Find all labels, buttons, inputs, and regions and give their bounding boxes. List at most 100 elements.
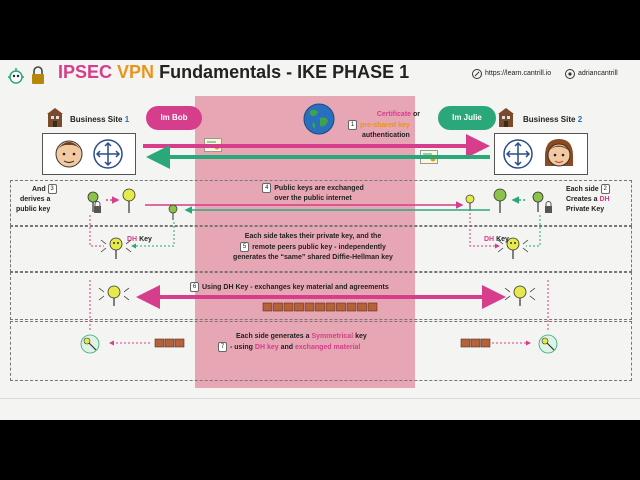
step-num-4: 4 xyxy=(262,183,272,193)
auth-or: or xyxy=(413,111,420,118)
robot-icon xyxy=(6,66,26,86)
material-block-left xyxy=(174,338,185,348)
key-material-blocks xyxy=(262,302,378,312)
dh-right: DH xyxy=(484,236,495,243)
step3-line2: derives a xyxy=(20,195,51,203)
public-key-icon-left-received xyxy=(465,194,475,211)
author-handle[interactable]: adriancantrill xyxy=(578,70,618,77)
step2-line2: Creates a xyxy=(566,195,598,203)
person-icon-bob xyxy=(52,136,86,172)
bubble-bob: Im Bob xyxy=(146,106,202,130)
auth-psk: pre-shared key xyxy=(360,121,410,129)
step5-line1: Each side takes their private key, and t… xyxy=(244,233,382,240)
course-link[interactable]: https://learn.cantrill.io xyxy=(485,70,552,77)
key-material-block xyxy=(315,302,325,312)
title-vpn: VPN xyxy=(117,62,155,82)
key-material-block xyxy=(283,302,294,312)
dh-key-left-label: DH Key xyxy=(127,236,152,243)
globe-icon xyxy=(302,102,336,136)
public-key-icon-right xyxy=(493,188,507,213)
bubble-julie: Im Julie xyxy=(438,106,496,130)
material-block-left xyxy=(154,338,165,348)
step-num-3: 3 xyxy=(47,184,57,194)
row-symmetric xyxy=(10,321,632,381)
building-icon xyxy=(46,108,64,128)
step-num-5: 5 xyxy=(240,242,250,252)
step2-label: Each side 2 Creates a DH Private Key xyxy=(566,184,613,215)
public-key-icon-right-received xyxy=(168,204,178,220)
step5-line3: generates the “same” shared Diffie-Hellm… xyxy=(233,253,393,261)
key-material-block xyxy=(357,302,367,312)
key-material-block xyxy=(325,302,336,312)
dh-left-key: Key xyxy=(139,236,152,243)
material-block-left xyxy=(164,338,175,348)
auth-authentication: authentication xyxy=(362,131,410,139)
key-material-block xyxy=(336,302,346,312)
diagram-graphics xyxy=(80,134,558,354)
dh-key-right-label: DH Key xyxy=(484,236,509,243)
auth-certificate: Certificate xyxy=(376,111,412,118)
step-num-2: 2 xyxy=(600,184,610,194)
step7-symmetrical: Symmetrical xyxy=(311,333,354,340)
social-icon xyxy=(565,69,575,79)
dh-key-icon-left xyxy=(100,237,132,259)
site-right-label: Business Site 2 xyxy=(523,115,582,124)
step7-label: Each side generates a Symmetrical key 7-… xyxy=(218,332,367,353)
key-material-block xyxy=(346,302,357,312)
step3-label: And 3 derives a public key xyxy=(16,184,60,215)
public-key-icon-left xyxy=(122,188,136,213)
site-left-num: 1 xyxy=(124,115,130,124)
material-block-right xyxy=(460,338,471,348)
key-material-block xyxy=(294,302,304,312)
step7-and: and xyxy=(280,343,294,351)
lock-icon-right xyxy=(545,201,552,213)
step7-line1a: Each side generates a xyxy=(236,333,310,340)
step4-line1: Public keys are exchanged xyxy=(274,184,364,192)
material-block-right xyxy=(470,338,481,348)
dh-key-icon-right-row3 xyxy=(504,285,536,306)
step5-label: Each side takes their private key, and t… xyxy=(218,232,408,263)
step7-exchanged: exchanged material xyxy=(295,343,361,351)
connector-left-public xyxy=(131,222,175,249)
router-icon-right xyxy=(502,138,534,170)
row-exchange xyxy=(10,272,632,320)
dh-key-icon-right xyxy=(497,237,529,259)
connector-right-private xyxy=(526,215,541,247)
dh-left: DH xyxy=(127,236,138,243)
step2-dh: DH xyxy=(599,195,610,203)
connector-left-private xyxy=(89,215,104,247)
bottom-divider xyxy=(0,398,640,399)
material-icon-right xyxy=(460,338,491,348)
connector-right-public xyxy=(469,213,500,249)
building-icon xyxy=(497,108,515,128)
key-material-block xyxy=(304,302,315,312)
step-num-1: 1 xyxy=(348,120,357,130)
material-block-right xyxy=(480,338,491,348)
title-ipsec: IPSEC xyxy=(58,62,113,82)
step2-line1: Each side xyxy=(566,185,599,193)
site-right-num: 2 xyxy=(577,115,583,124)
lock-icon-left xyxy=(94,201,101,213)
dh-key-icon-left-row3 xyxy=(98,285,130,306)
step7-dh-key: DH key xyxy=(254,343,279,351)
key-material-block xyxy=(262,302,273,312)
symmetric-key-icon-left xyxy=(80,334,100,354)
step2-line3: Private Key xyxy=(566,205,605,213)
letterbox-bottom xyxy=(0,420,640,480)
site-left-name: Business Site xyxy=(70,115,123,124)
symmetric-key-icon-right xyxy=(538,334,558,354)
site-left-label: Business Site 1 xyxy=(70,115,129,124)
router-icon-left xyxy=(92,138,124,170)
step7-line2a: - using xyxy=(230,343,253,351)
key-material-block xyxy=(367,302,378,312)
material-icon-left xyxy=(154,338,185,348)
step4-line2: over the public internet xyxy=(274,194,352,202)
step-num-7: 7 xyxy=(218,342,227,352)
page-title: IPSEC VPN Fundamentals - IKE PHASE 1 xyxy=(58,62,409,83)
step7-line1b: key xyxy=(355,333,367,340)
row-key-generation xyxy=(10,180,632,226)
link-icon xyxy=(472,69,482,79)
step3-line3: public key xyxy=(16,205,51,213)
